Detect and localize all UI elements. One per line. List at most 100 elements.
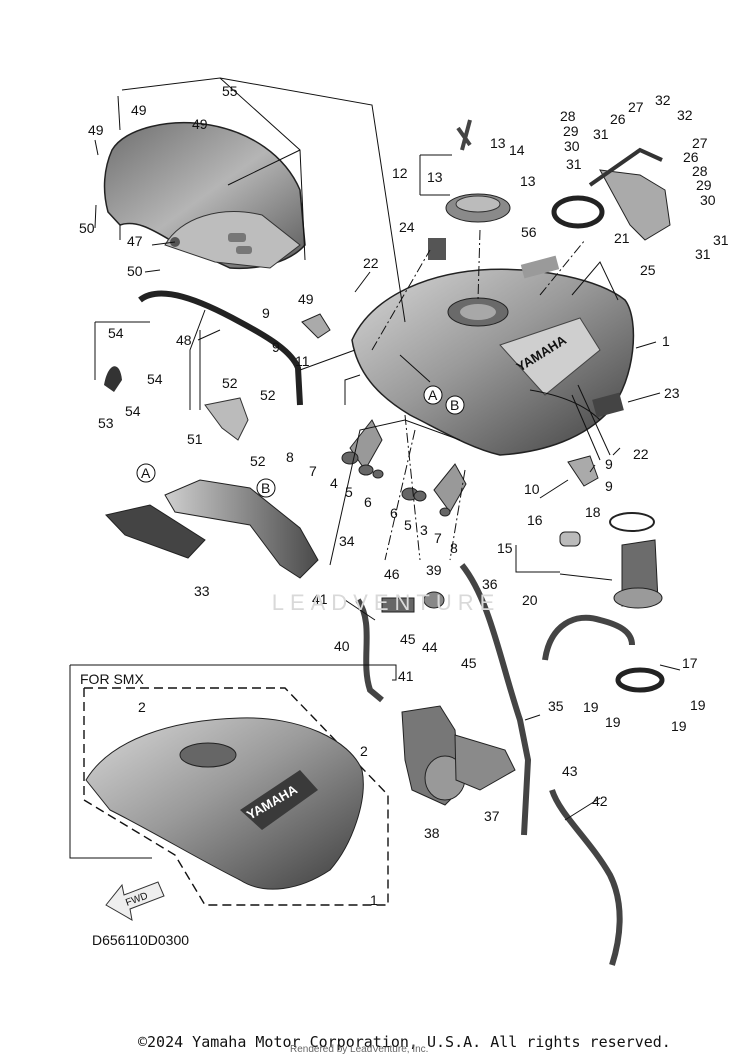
- bracket-11-part: [301, 313, 331, 339]
- diagram-code: D656110D0300: [92, 932, 189, 948]
- callout-a-bottom: A: [141, 465, 151, 481]
- part-label-42: 42: [592, 793, 608, 809]
- emblem-56-part: [520, 255, 560, 279]
- part-label-19: 19: [583, 699, 599, 715]
- part-label-40: 40: [334, 638, 350, 654]
- part-label-28: 28: [692, 163, 708, 179]
- part-label-31: 31: [593, 126, 609, 142]
- part-label-39: 39: [426, 562, 442, 578]
- part-label-22: 22: [363, 255, 379, 271]
- callout-a-top: A: [428, 387, 438, 403]
- part-label-30: 30: [564, 138, 580, 154]
- part-label-20: 20: [522, 592, 538, 608]
- part-label-17: 17: [682, 655, 698, 671]
- part-label-31: 31: [695, 246, 711, 262]
- part-label-3: 3: [420, 522, 428, 538]
- part-label-25: 25: [640, 262, 656, 278]
- fuel-tank-part: YAMAHA: [351, 268, 635, 456]
- part-label-49: 49: [131, 102, 147, 118]
- part-label-9: 9: [262, 305, 270, 321]
- mount-3-part: [433, 463, 467, 513]
- part-label-41: 41: [312, 591, 328, 607]
- hose-42-part: [549, 788, 623, 966]
- part-label-54: 54: [108, 325, 124, 341]
- emblem-24-part: [428, 238, 446, 260]
- part-label-2: 2: [138, 699, 146, 715]
- part-label-31: 31: [713, 232, 729, 248]
- smx-variant-box: FOR SMX YAMAHA: [69, 664, 397, 906]
- part-label-6: 6: [390, 505, 398, 521]
- part-label-52: 52: [222, 375, 238, 391]
- part-label-41: 41: [398, 668, 414, 684]
- pad-34-part: [164, 479, 319, 579]
- callout-b-bottom: B: [261, 480, 270, 496]
- part-label-27: 27: [692, 135, 708, 151]
- part-label-48: 48: [176, 332, 192, 348]
- cover-seal-part: [138, 290, 303, 406]
- part-label-19: 19: [690, 697, 706, 713]
- part-label-19: 19: [671, 718, 687, 734]
- copyright-notice: ©2024 Yamaha Motor Corporation, U.S.A. A…: [138, 1033, 671, 1051]
- part-label-32: 32: [655, 92, 671, 108]
- tank-cover-part: [103, 95, 306, 270]
- part-labels: 55 49 49 49 49 50 50 47 48 54 54 54 53 5…: [79, 83, 729, 908]
- part-label-37: 37: [484, 808, 500, 824]
- part-label-18: 18: [585, 504, 601, 520]
- part-label-13: 13: [427, 169, 443, 185]
- part-label-52: 52: [260, 387, 276, 403]
- part-label-21: 21: [614, 230, 630, 246]
- part-label-10: 10: [524, 481, 540, 497]
- part-label-8: 8: [286, 449, 294, 465]
- part-label-1: 1: [662, 333, 670, 349]
- part-label-29: 29: [563, 123, 579, 139]
- part-label-5: 5: [345, 484, 353, 500]
- hose-20-part: [542, 614, 635, 661]
- leader-lines: [94, 77, 681, 821]
- fuel-pump-part: [559, 512, 665, 693]
- hose-40-part: [355, 598, 384, 703]
- label-stubs: [94, 139, 661, 499]
- part-label-45: 45: [461, 655, 477, 671]
- part-label-15: 15: [497, 540, 513, 556]
- part-label-38: 38: [424, 825, 440, 841]
- part-label-43: 43: [562, 763, 578, 779]
- part-label-14: 14: [509, 142, 525, 158]
- part-label-47: 47: [127, 233, 143, 249]
- part-label-54: 54: [125, 403, 141, 419]
- part-label-36: 36: [482, 576, 498, 592]
- part-label-12: 12: [392, 165, 408, 181]
- part-label-34: 34: [339, 533, 355, 549]
- part-label-5: 5: [404, 517, 412, 533]
- valve-46-part: [381, 597, 415, 613]
- part-label-9: 9: [605, 456, 613, 472]
- fwd-arrow: FWD: [105, 881, 165, 921]
- part-label-1: 1: [370, 892, 378, 908]
- part-label-44: 44: [422, 639, 438, 655]
- part-label-29: 29: [696, 177, 712, 193]
- part-label-13: 13: [520, 173, 536, 189]
- part-label-19: 19: [605, 714, 621, 730]
- hose-35-part: [459, 563, 532, 836]
- callouts-ab: A B A B: [136, 385, 465, 498]
- bracket-10-part: [567, 455, 599, 487]
- part-label-11: 11: [295, 353, 310, 369]
- part-label-9: 9: [272, 339, 280, 355]
- valve-39-part: [423, 591, 445, 609]
- part-label-52: 52: [250, 453, 266, 469]
- part-label-7: 7: [434, 530, 442, 546]
- fuel-cap-part: [445, 119, 511, 223]
- part-label-4: 4: [330, 475, 338, 491]
- part-label-27: 27: [628, 99, 644, 115]
- part-label-26: 26: [683, 149, 699, 165]
- part-label-31: 31: [566, 156, 582, 172]
- bracket-53-part: [104, 366, 122, 392]
- part-label-50: 50: [127, 263, 143, 279]
- part-label-49: 49: [88, 122, 104, 138]
- bracket-51-part: [204, 397, 249, 441]
- dash-leaders: [371, 229, 586, 561]
- part-label-30: 30: [700, 192, 716, 208]
- pad-33-part: [105, 504, 206, 559]
- part-label-56: 56: [521, 224, 537, 240]
- part-label-24: 24: [399, 219, 415, 235]
